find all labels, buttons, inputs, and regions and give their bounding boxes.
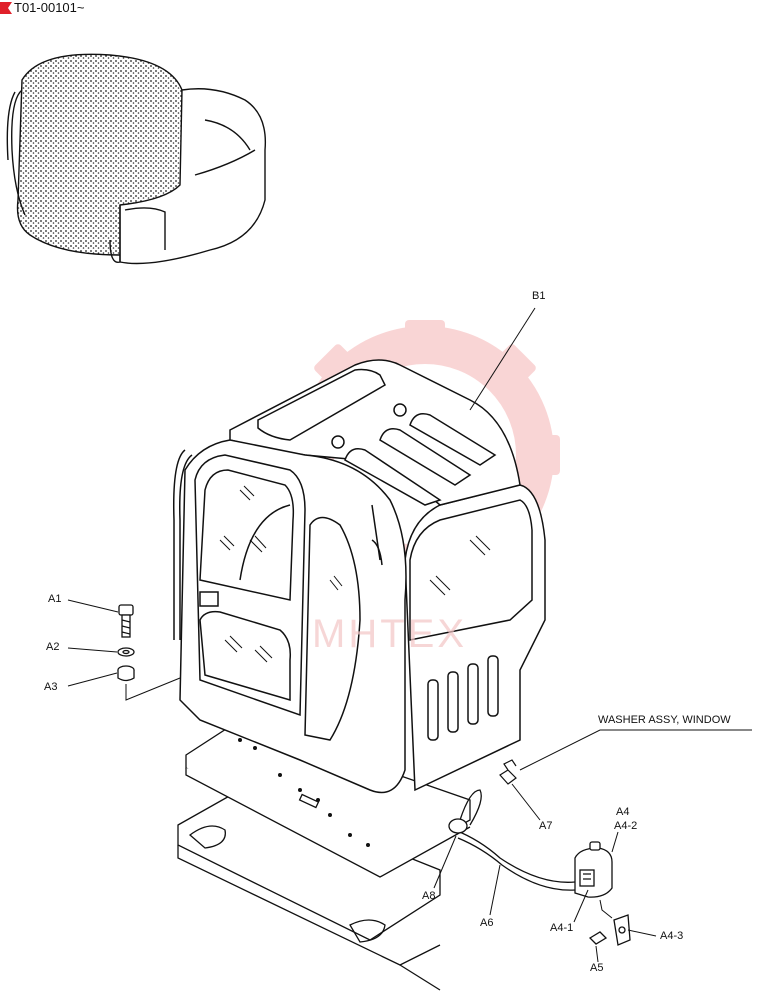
label-a3: A3 [44, 681, 58, 693]
label-a7: A7 [539, 820, 553, 832]
bushing-a3-illustration [117, 665, 135, 682]
bolt-a1-illustration [118, 604, 134, 638]
washer-nozzle-a7-illustration [499, 759, 517, 785]
label-a4-2: A4-2 [614, 820, 638, 832]
seat-illustration [6, 53, 267, 265]
diagram-code-header: T01-00101~ [0, 0, 84, 15]
hose-a6-illustration [454, 789, 576, 891]
label-a8: A8 [422, 890, 436, 902]
label-washer-assy: WASHER ASSY, WINDOW [598, 714, 731, 726]
grommet-a8-illustration [448, 818, 468, 834]
leader-lines [67, 307, 752, 963]
watermark-text: МНТЕХ [312, 612, 467, 656]
label-a5: A5 [590, 962, 604, 974]
label-a1: A1 [48, 593, 62, 605]
cab-assembly-illustration [172, 359, 546, 794]
bracket-a4-3-illustration [613, 914, 631, 946]
label-a4: A4 [616, 806, 630, 818]
label-a4-1: A4-1 [550, 922, 574, 934]
label-b1: B1 [532, 290, 546, 302]
bolt-a5-illustration [588, 931, 608, 945]
washer-tank-a4-illustration [574, 841, 613, 898]
flag-icon [0, 1, 12, 14]
label-a2: A2 [46, 641, 60, 653]
washer-a2-illustration [117, 647, 135, 657]
diagram-code: T01-00101~ [14, 0, 85, 15]
label-a6: A6 [480, 917, 494, 929]
label-a4-3: A4-3 [660, 930, 684, 942]
